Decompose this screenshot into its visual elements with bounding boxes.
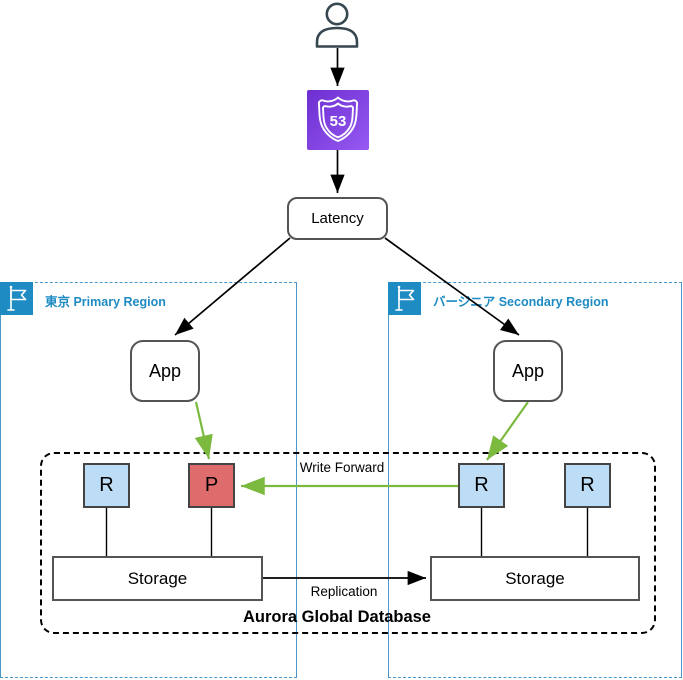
aurora-global-database-box <box>40 452 656 634</box>
secondary-storage-node: Storage <box>430 556 640 601</box>
aurora-global-database-title: Aurora Global Database <box>243 608 431 626</box>
region-secondary-label: バージニア Secondary Region <box>433 295 609 309</box>
primary-replica-label: R <box>99 474 114 496</box>
region-flag-icon <box>0 281 33 315</box>
secondary-replica1-label: R <box>474 474 489 496</box>
primary-app-node: App <box>130 340 200 402</box>
secondary-replica1-node: R <box>458 463 505 508</box>
primary-writer-label: P <box>204 474 219 496</box>
route53-badge-number: 53 <box>330 113 347 130</box>
primary-storage-label: Storage <box>127 568 188 588</box>
latency-label: Latency <box>311 210 364 227</box>
secondary-replica2-node: R <box>564 463 611 508</box>
primary-replica-node: R <box>83 463 130 508</box>
primary-storage-node: Storage <box>52 556 263 601</box>
secondary-app-node: App <box>493 340 563 402</box>
secondary-storage-label: Storage <box>505 568 565 588</box>
secondary-replica2-label: R <box>580 474 595 496</box>
region-flag-icon <box>387 281 421 315</box>
region-primary: 東京 Primary Region <box>0 281 297 678</box>
replication-edge-label: Replication <box>310 584 378 599</box>
region-primary-label: 東京 Primary Region <box>45 295 166 309</box>
user-icon <box>313 2 361 48</box>
write-forward-edge-label: Write Forward <box>299 460 385 475</box>
secondary-app-label: App <box>511 360 545 381</box>
primary-app-label: App <box>148 360 182 381</box>
route53-icon: 53 <box>307 90 369 150</box>
primary-writer-node: P <box>188 463 235 508</box>
latency-node: Latency <box>287 197 388 240</box>
